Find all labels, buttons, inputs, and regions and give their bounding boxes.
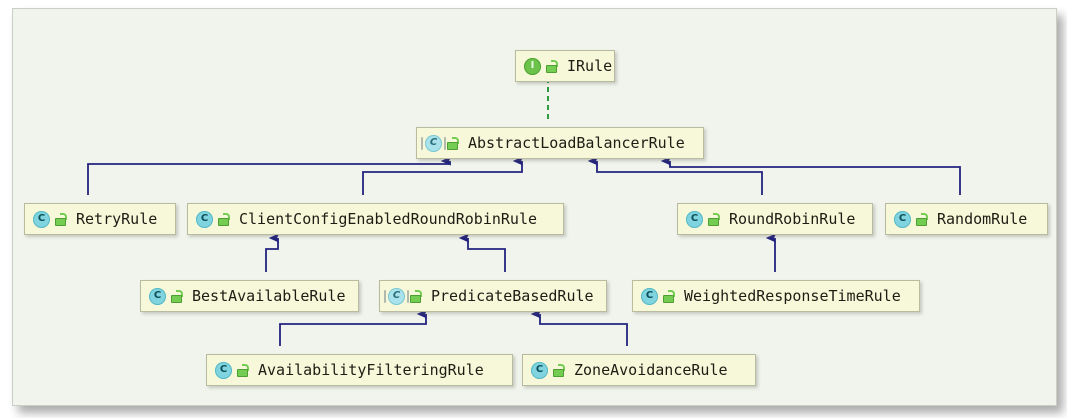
unlocked-padlock-icon — [171, 289, 183, 303]
class-badge-icon: C — [531, 361, 548, 379]
edge-bestavailable-to-clientconfig — [265, 233, 280, 272]
unlocked-padlock-icon — [237, 363, 249, 377]
class-node-availabilityfilteringrule[interactable]: C AvailabilityFilteringRule — [206, 354, 513, 386]
node-label: AvailabilityFilteringRule — [258, 360, 484, 379]
node-label: BestAvailableRule — [192, 286, 346, 305]
edge-roundrobin-to-abstract — [587, 156, 763, 195]
class-badge-icon: C — [196, 210, 213, 228]
abstract-class-badge-icon: C — [384, 287, 409, 305]
class-node-randomrule[interactable]: C RandomRule — [885, 203, 1048, 235]
class-badge-icon: C — [215, 361, 232, 379]
unlocked-padlock-icon — [218, 212, 230, 226]
unlocked-padlock-icon — [410, 289, 422, 303]
node-label: IRule — [567, 56, 613, 75]
edge-clientconfig-to-abstract — [362, 156, 524, 195]
node-label: ZoneAvoidanceRule — [574, 360, 728, 379]
unlocked-padlock-icon — [553, 363, 565, 377]
class-node-weightedresponsetimerule[interactable]: C WeightedResponseTimeRule — [632, 280, 920, 312]
node-label: PredicateBasedRule — [431, 286, 594, 305]
class-node-irule[interactable]: I IRule — [515, 50, 615, 82]
unlocked-padlock-icon — [663, 289, 675, 303]
edge-availability-to-predicatebased — [279, 309, 428, 346]
diagram-canvas[interactable]: I IRule C AbstractLoadBalancerRule C Ret… — [12, 8, 1057, 406]
class-badge-icon: C — [686, 210, 703, 228]
node-label: AbstractLoadBalancerRule — [468, 133, 685, 152]
class-node-bestavailablerule[interactable]: C BestAvailableRule — [140, 280, 359, 312]
edge-group-to-predicatebased — [279, 309, 628, 346]
class-node-clientconfigenabledroundrobinrule[interactable]: C ClientConfigEnabledRoundRobinRule — [187, 203, 564, 235]
edge-group-to-clientconfig — [265, 233, 506, 272]
abstract-class-badge-icon: C — [421, 134, 446, 152]
edge-retry-to-abstract — [87, 156, 452, 195]
node-label: RoundRobinRule — [729, 209, 856, 228]
class-node-abstractloadbalancerrule[interactable]: C AbstractLoadBalancerRule — [416, 127, 704, 159]
class-badge-icon: C — [33, 210, 50, 228]
unlocked-padlock-icon — [916, 212, 928, 226]
node-label: RetryRule — [76, 209, 158, 228]
unlocked-padlock-icon — [708, 212, 720, 226]
unlocked-padlock-icon — [55, 212, 67, 226]
class-node-zoneavoidancerule[interactable]: C ZoneAvoidanceRule — [522, 354, 756, 386]
unlocked-padlock-icon — [447, 136, 459, 150]
interface-badge-icon: I — [524, 57, 541, 75]
edge-random-to-abstract — [660, 156, 961, 195]
edge-group-to-abstract — [87, 156, 961, 195]
class-badge-icon: C — [149, 287, 166, 305]
edge-predicatebased-to-clientconfig — [458, 233, 506, 272]
node-label: WeightedResponseTimeRule — [684, 286, 901, 305]
node-label: ClientConfigEnabledRoundRobinRule — [239, 209, 538, 228]
class-node-retryrule[interactable]: C RetryRule — [24, 203, 176, 235]
class-badge-icon: C — [641, 287, 658, 305]
class-node-roundrobinrule[interactable]: C RoundRobinRule — [677, 203, 873, 235]
edge-zoneavoidance-to-predicatebased — [530, 309, 628, 346]
node-label: RandomRule — [937, 209, 1028, 228]
class-badge-icon: C — [894, 210, 911, 228]
class-node-predicatebasedrule[interactable]: C PredicateBasedRule — [379, 280, 607, 312]
unlocked-padlock-icon — [546, 59, 558, 73]
